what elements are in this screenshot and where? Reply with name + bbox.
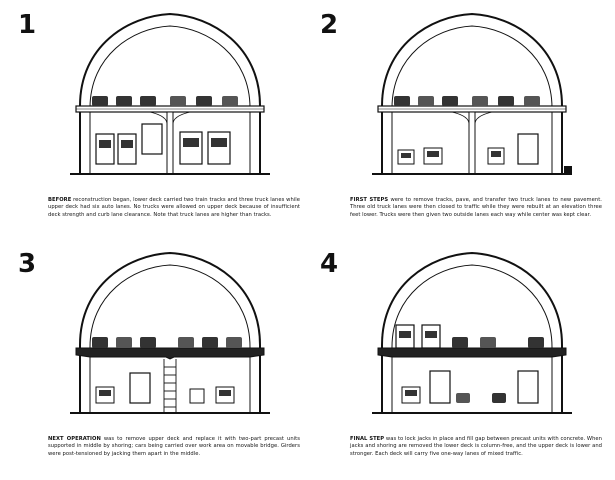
upper-auto-row — [92, 337, 242, 348]
stage-number: 3 — [18, 249, 37, 279]
caption-text: reconstruction began, lower deck carried… — [48, 197, 301, 218]
stage-caption: NEXT OPERATION was to remove upper deck … — [48, 436, 300, 458]
tunnel-cross-section-2 — [372, 12, 572, 175]
caption-text: was to lock jacks in place and fill gap … — [350, 436, 603, 457]
stage-caption: BEFORE reconstruction began, lower deck … — [48, 197, 300, 219]
stage-panel-3: 3 NEXT OPERATION was to remove upper dec… — [10, 243, 302, 475]
stage-number: 1 — [18, 10, 37, 40]
tunnel-cross-section-4 — [372, 251, 572, 414]
upper-mixed-traffic — [395, 324, 544, 349]
tunnel-cross-section-3 — [70, 251, 270, 414]
caption-text: were to remove tracks, pave, and transfe… — [350, 197, 602, 218]
lower-trains-and-trucks — [95, 123, 231, 165]
center-shoring — [163, 359, 177, 413]
center-column — [468, 111, 476, 175]
lower-mixed-traffic — [401, 370, 539, 404]
stage-number: 4 — [320, 249, 339, 279]
finished-upper-deck — [377, 347, 567, 358]
caption-text: was to remove upper deck and replace it … — [48, 436, 301, 457]
stage-caption: FIRST STEPS were to remove tracks, pave,… — [350, 197, 602, 219]
upper-auto-row — [394, 96, 540, 106]
stage-caption: FINAL STEP was to lock jacks in place an… — [350, 436, 602, 458]
caption-lead: FIRST STEPS — [350, 197, 389, 204]
lower-trucks — [397, 133, 539, 165]
stage-number: 2 — [320, 10, 339, 40]
stage-panel-1: 1 BEFORE reconstruction began, lower dec… — [10, 4, 302, 236]
upper-auto-row — [92, 96, 238, 106]
stage-panel-2: 2 FIRST STEPS were to remove tracks, pav… — [312, 4, 604, 236]
caption-lead: BEFORE — [48, 197, 72, 204]
lower-trucks — [95, 372, 235, 404]
center-column — [166, 111, 174, 175]
caption-lead: NEXT OPERATION — [48, 436, 101, 443]
stage-panel-4: 4 FINAL STEP was to lock jacks in place … — [312, 243, 604, 475]
precast-upper-deck — [75, 347, 265, 360]
tunnel-cross-section-1 — [70, 12, 270, 175]
caption-lead: FINAL STEP — [350, 436, 385, 443]
